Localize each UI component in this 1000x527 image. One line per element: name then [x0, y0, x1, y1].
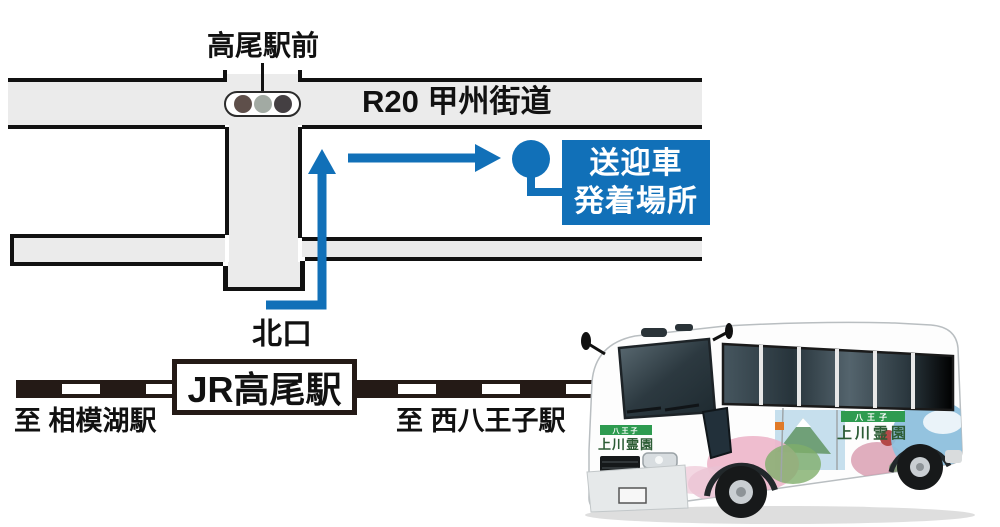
bus-orange-marker [775, 422, 784, 430]
north-exit-label: 北口 [252, 318, 312, 351]
road-edge [225, 127, 229, 235]
bus-hub-center [916, 463, 924, 471]
road-edge [223, 287, 305, 291]
road-edge [223, 266, 228, 291]
bus-wheel-arch [704, 462, 778, 497]
signal-pointer-line [261, 63, 264, 93]
road-edge-tick [223, 70, 227, 82]
bus-front-name-text: 上川霊園 [598, 437, 654, 452]
bus-door-seam [780, 407, 838, 483]
road-station-street-surface [229, 125, 298, 262]
pickup-point-marker [512, 140, 550, 178]
road-edge-cap [10, 234, 14, 266]
road-lower-right-surface [302, 241, 702, 257]
road-edge [10, 234, 225, 238]
bus-shadow [585, 506, 975, 524]
route-arrow-right-head [475, 144, 501, 172]
station-box: JR高尾駅 [172, 359, 357, 415]
road-street-stub-surface [228, 262, 300, 287]
bus-door-window [701, 406, 733, 460]
bus-hub-center [736, 487, 746, 497]
bus-windshield [617, 337, 717, 420]
road-edge [8, 78, 227, 82]
toward-right-label: 至 西八王子駅 [396, 406, 566, 436]
bus-window-pillars [759, 345, 915, 409]
signal-lamp-right [273, 95, 292, 113]
route-r20-label: R20 甲州街道 [362, 84, 552, 119]
road-edge [298, 78, 702, 82]
bus-mirror [581, 332, 591, 350]
bus-front-banner [600, 425, 652, 435]
road-edge [305, 257, 702, 261]
road-edge [8, 125, 225, 129]
road-edge [10, 262, 223, 266]
bus-roof-vent [641, 328, 667, 337]
shuttle-bus-illustration: 八王子 上川霊園 八王子 上川霊園 [581, 321, 975, 524]
pickup-label-line2: 発着場所 [574, 184, 698, 218]
bus-rear-bumper [945, 450, 962, 463]
bus-side-name-text: 上川霊園 [837, 425, 909, 442]
bus-mirror [725, 323, 733, 339]
route-arrow-up-head [308, 149, 336, 174]
intersection-label: 高尾駅前 [207, 30, 320, 61]
road-edge-tick [298, 70, 302, 82]
bus-grille-slats [602, 461, 638, 469]
bus-license-plate [618, 487, 647, 504]
road-r20-surface [8, 82, 702, 125]
road-lower-left-surface [14, 238, 225, 262]
bus-roof-vent [675, 324, 693, 331]
road-edge [298, 127, 302, 238]
pickup-label-box: 送迎車 発着場所 [562, 140, 710, 225]
bus-side-banner-text: 八王子 [854, 413, 891, 422]
signal-lamp-center [253, 95, 272, 113]
road-edge [302, 125, 702, 129]
road-edge [302, 237, 702, 241]
pickup-label-line1: 送迎車 [589, 147, 683, 180]
pickup-marker-connector [527, 162, 562, 196]
signal-lamp-left [233, 95, 252, 113]
bus-front-banner-text: 八王子 [612, 427, 640, 435]
bus-headlight-glint [655, 456, 663, 464]
toward-left-label: 至 相模湖駅 [14, 406, 157, 436]
traffic-light-icon [224, 91, 301, 117]
bus-wipers [626, 403, 700, 414]
bus-side-banner [841, 411, 905, 422]
bus-photo: 八王子 上川霊園 八王子 上川霊園 [575, 312, 995, 527]
station-label: JR高尾駅 [187, 369, 342, 410]
